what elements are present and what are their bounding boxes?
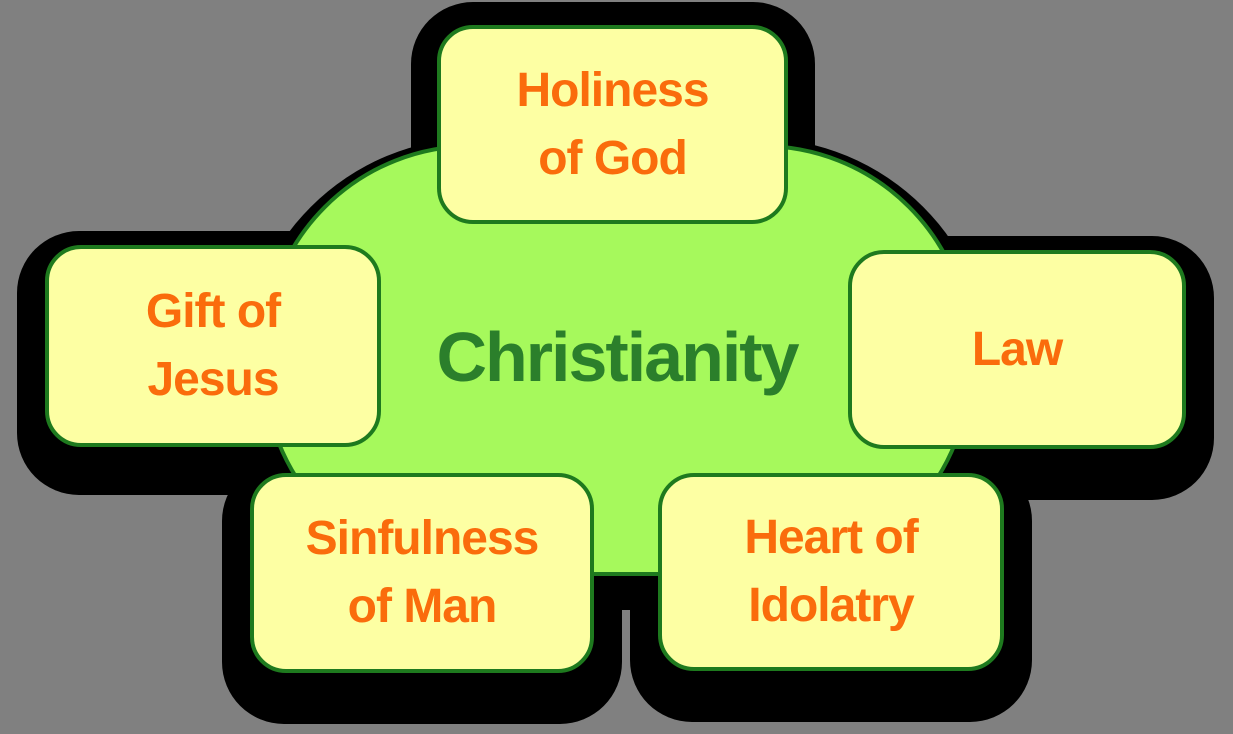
node-sinfulness-label: Sinfulness of Man bbox=[305, 512, 540, 633]
node-law: Law bbox=[848, 250, 1186, 449]
node-holiness-of-god: Holiness of God bbox=[437, 25, 788, 224]
center-label: Christianity bbox=[436, 318, 799, 396]
node-heart-label: Heart of Idolatry bbox=[744, 511, 918, 632]
node-law-label: Law bbox=[971, 322, 1063, 376]
node-gift-label: Gift of Jesus bbox=[145, 285, 281, 406]
node-heart-of-idolatry: Heart of Idolatry bbox=[658, 473, 1004, 671]
node-gift-of-jesus: Gift of Jesus bbox=[45, 245, 381, 447]
node-holiness-label: Holiness of God bbox=[516, 63, 709, 185]
node-sinfulness-of-man: Sinfulness of Man bbox=[250, 473, 594, 673]
